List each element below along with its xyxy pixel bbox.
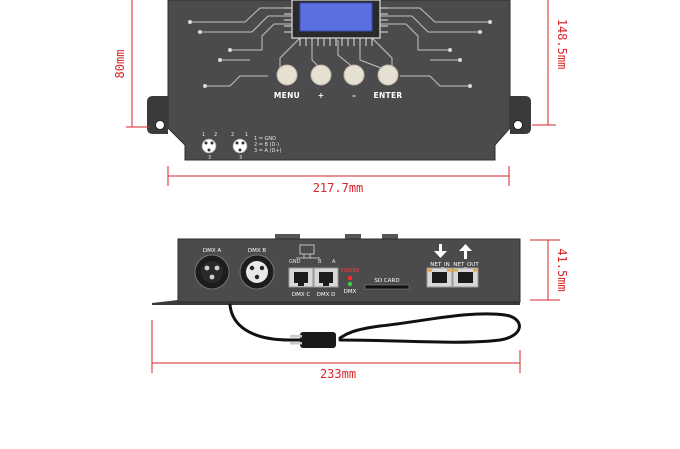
side-height-label: 41.5mm xyxy=(555,248,569,291)
power-cable xyxy=(228,303,521,344)
rj45-pinout-icon xyxy=(296,244,320,259)
side-width-dimension xyxy=(151,320,521,373)
power-led-label: POWER xyxy=(341,268,360,274)
dmx-a-label: DMX A xyxy=(203,248,221,254)
net-out-ethernet-port[interactable] xyxy=(452,267,479,288)
top-height-label-right: 148.5mm xyxy=(555,19,569,70)
xlr-pinout-line-3: 3 = A (D+) xyxy=(254,148,282,154)
dmx-c-rj45-port[interactable] xyxy=(288,267,314,288)
net-out-label: NET_OUT xyxy=(453,262,479,268)
side-view-device: DMX A DMX B GND B A xyxy=(152,234,521,305)
net-in-label: NET_IN xyxy=(430,262,449,268)
lcd-screen xyxy=(299,2,373,32)
xlr-female-pinout-icon xyxy=(232,138,248,154)
dmx-c-a-label: A xyxy=(332,259,336,265)
top-height-dimension-left xyxy=(126,0,150,128)
right-mount-hole xyxy=(513,120,523,130)
side-top-lip-1 xyxy=(275,234,300,239)
xlr-right-pin-3: 3 xyxy=(239,155,242,161)
plus-button-label: + xyxy=(318,91,325,100)
side-top-lip-3 xyxy=(382,234,398,239)
side-height-dimension xyxy=(530,239,560,301)
top-view-device: MENU + – ENTER 1 2 3 2 1 3 1 = GND 2 = B… xyxy=(147,0,531,161)
sd-card-label: SD CARD xyxy=(374,278,399,284)
left-mount-hole xyxy=(155,120,165,130)
side-width-label: 233mm xyxy=(320,367,356,381)
dmx-c-b-label: B xyxy=(318,259,322,265)
dmx-d-label: DMX D xyxy=(317,292,336,298)
menu-button-label: MENU xyxy=(274,91,300,100)
top-width-dimension xyxy=(167,166,510,186)
top-device-body xyxy=(167,0,511,161)
xlr-pinout-line-1: 1 = GND xyxy=(254,136,276,142)
top-height-label-left: 80mm xyxy=(113,50,127,79)
xlr-right-pin-1: 1 xyxy=(245,132,248,138)
xlr-male-pinout-icon xyxy=(201,138,217,154)
xlr-pinout-line-2: 2 = B (D-) xyxy=(254,142,279,148)
dmx-a-xlr-connector[interactable] xyxy=(194,254,230,290)
power-plug-icon xyxy=(290,332,336,348)
dmx-d-rj45-port[interactable] xyxy=(313,267,339,288)
chip-pins xyxy=(284,7,388,46)
minus-button-label: – xyxy=(352,91,356,100)
net-out-arrow-icon xyxy=(459,244,472,259)
top-height-dimension-right xyxy=(532,0,556,126)
side-top-lip-2 xyxy=(345,234,361,239)
xlr-left-pin-2: 2 xyxy=(214,132,217,138)
dmx-b-label: DMX B xyxy=(248,248,266,254)
dmx-c-gnd-label: GND xyxy=(289,259,301,265)
net-in-ethernet-port[interactable] xyxy=(426,267,453,288)
xlr-right-pin-2: 2 xyxy=(231,132,234,138)
enter-button-label: ENTER xyxy=(374,91,403,100)
sd-card-slot[interactable] xyxy=(364,284,410,290)
enter-button[interactable] xyxy=(377,64,399,86)
dmx-c-label: DMX C xyxy=(292,292,310,298)
dmx-led-label: DMX xyxy=(344,289,357,295)
xlr-left-pin-3: 3 xyxy=(208,155,211,161)
net-in-arrow-icon xyxy=(434,244,447,258)
power-led xyxy=(347,275,353,281)
xlr-left-pin-1: 1 xyxy=(202,132,205,138)
top-width-label: 217.7mm xyxy=(313,181,364,195)
dmx-led xyxy=(347,281,353,287)
minus-button[interactable] xyxy=(343,64,365,86)
menu-button[interactable] xyxy=(276,64,298,86)
plus-button[interactable] xyxy=(310,64,332,86)
dmx-b-xlr-connector[interactable] xyxy=(239,254,275,290)
